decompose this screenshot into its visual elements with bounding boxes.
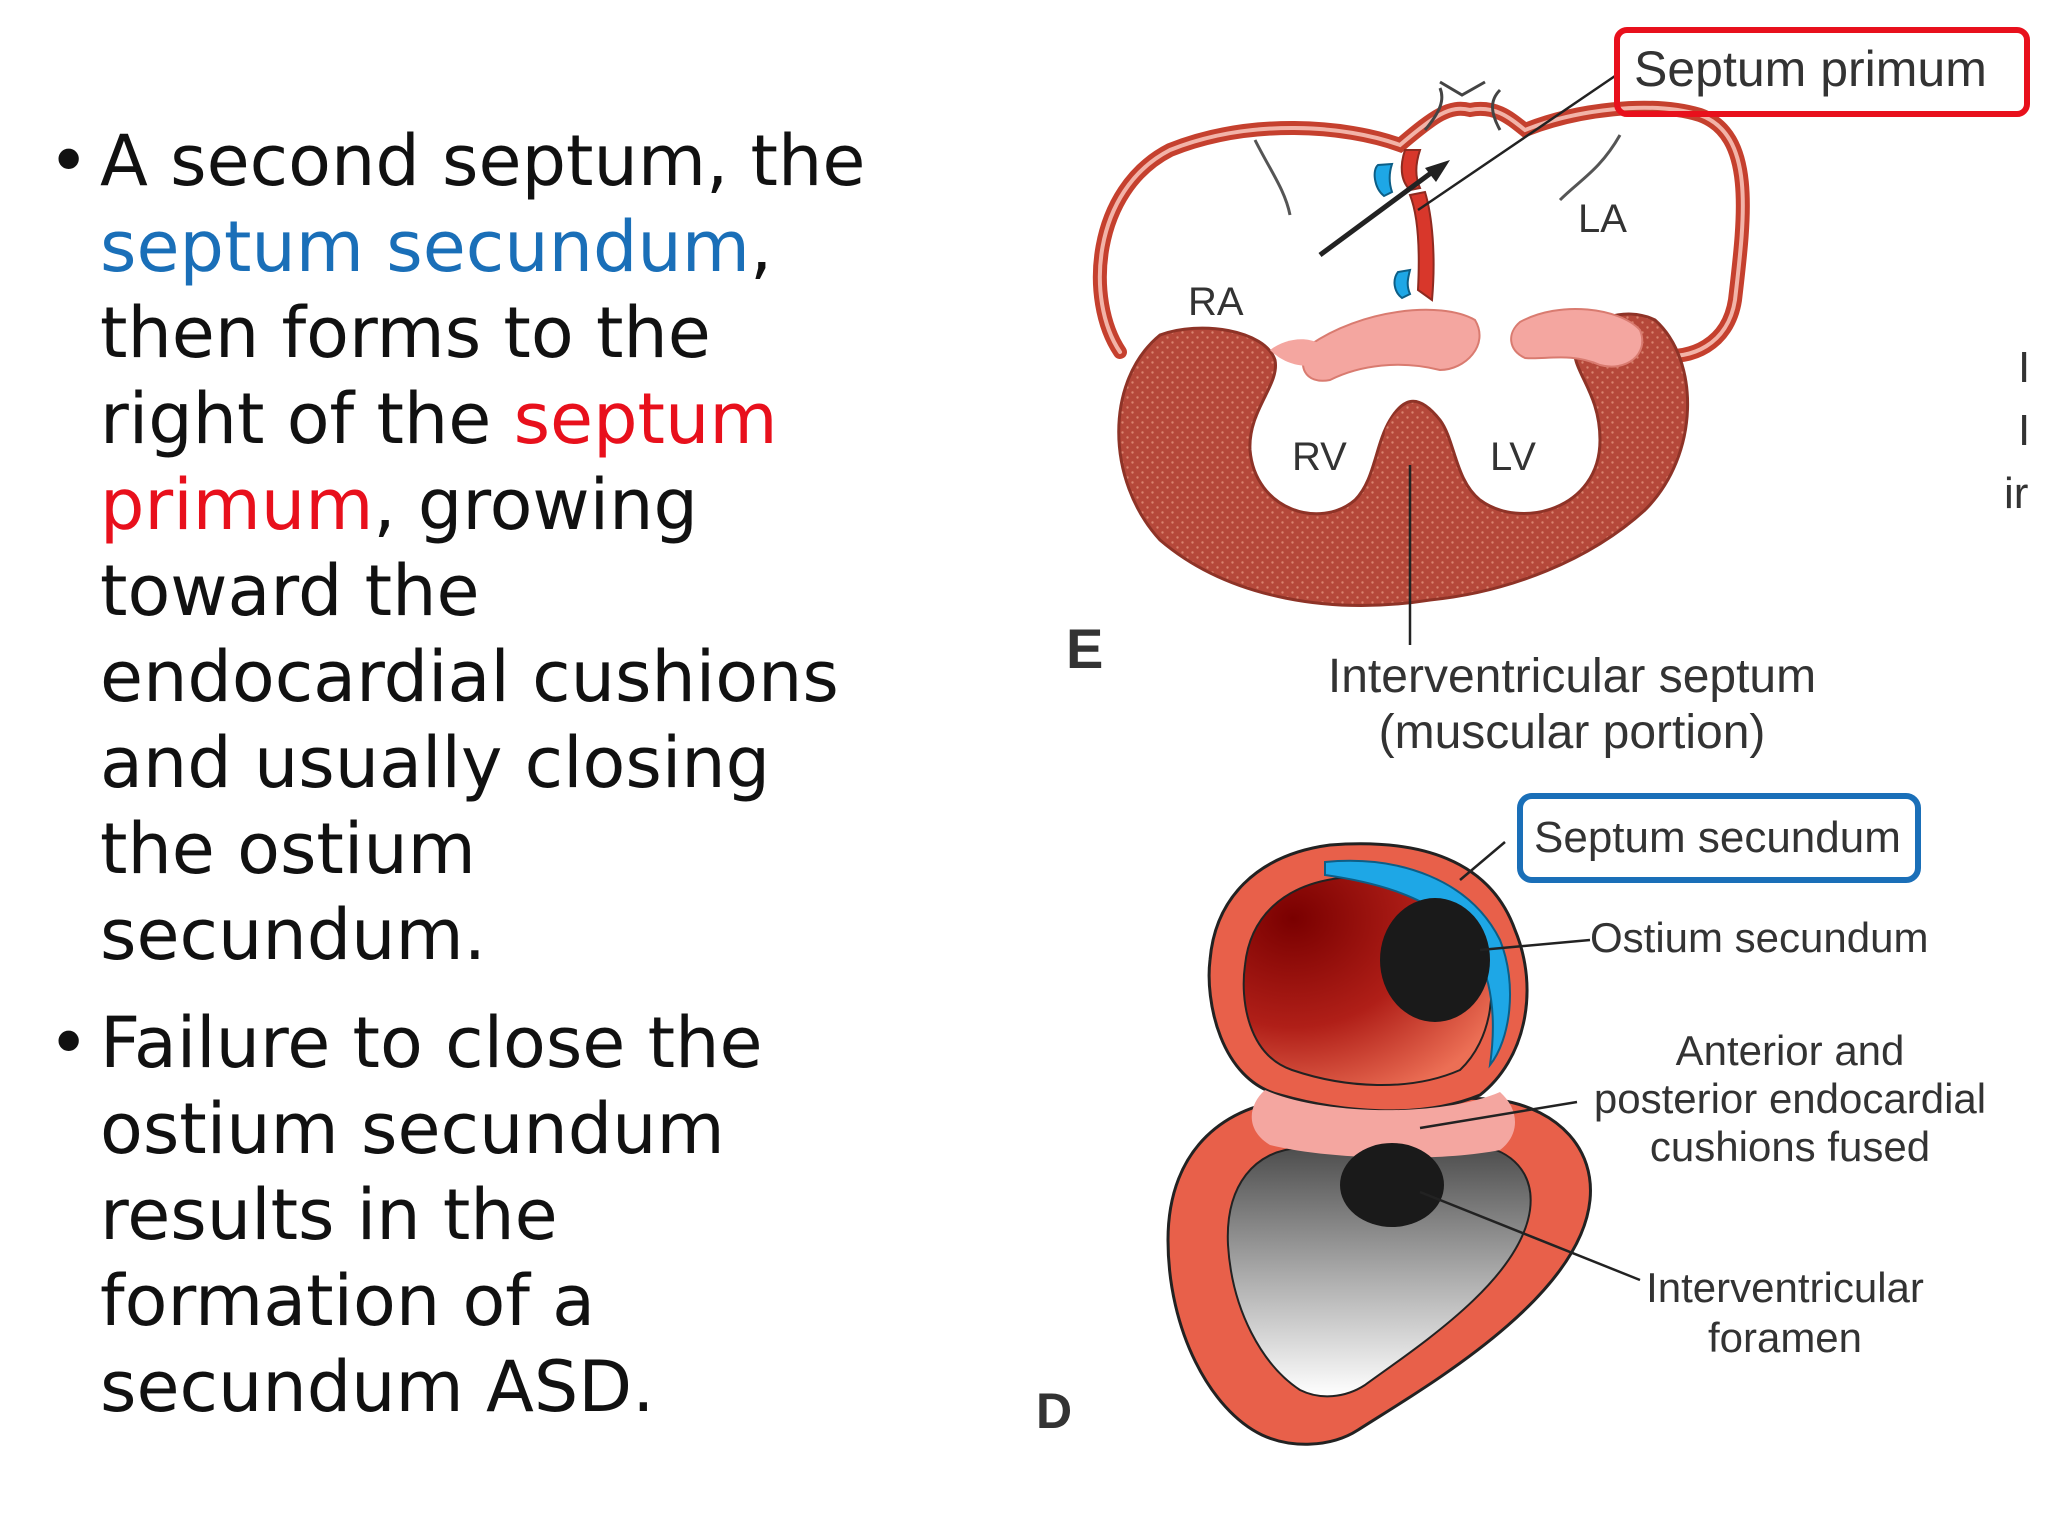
leader-ostium-secundum	[1479, 938, 1591, 952]
endocardial-cushion-av	[1270, 339, 1330, 366]
label-cushions-line1: Anterior and	[1676, 1027, 1905, 1074]
label-la: LA	[1578, 197, 1627, 241]
highlight-septum-secundum: septum secundum	[100, 206, 750, 288]
bullet-item-septum-secundum: A second septum, the septum secundum, th…	[48, 118, 868, 978]
bullet-item-secundum-asd: Failure to close the ostium secundum res…	[48, 1000, 868, 1430]
bullet-text: , then forms to the right of the	[100, 206, 773, 460]
endocardial-cushion-left	[1301, 308, 1481, 382]
fused-endocardial-cushions	[1251, 1090, 1515, 1158]
panel-label-d: D	[1036, 1383, 1072, 1439]
interventricular-foramen	[1340, 1143, 1444, 1227]
septum-primum-callout: Septum primum	[1634, 41, 1987, 97]
septum-primum-top	[1400, 149, 1422, 192]
label-cushions-line2: posterior endocardial	[1594, 1075, 1986, 1122]
label-ra: RA	[1188, 280, 1244, 324]
bullet-text: , growing toward the endocardial cushion…	[100, 464, 839, 976]
label-rv: RV	[1292, 435, 1347, 479]
label-foramen-line1: Interventricular	[1646, 1264, 1924, 1311]
edge-glyph: ir	[2004, 469, 2028, 518]
leader-foramen	[1419, 1190, 1641, 1282]
edge-clipped-text: I I ir	[2004, 343, 2030, 518]
highlight-septum-primum: septum primum	[100, 378, 778, 546]
leader-septum-primum	[1417, 74, 1616, 212]
septum-secundum-callout-box	[1517, 793, 1921, 883]
endocardial-cushion-right	[1510, 307, 1644, 368]
label-ostium-secundum: Ostium secundum	[1590, 914, 1928, 961]
bullet-list: A second septum, the septum secundum, th…	[48, 118, 868, 1452]
septum-primum	[1408, 190, 1435, 302]
edge-glyph: I	[2018, 406, 2030, 455]
label-foramen-line2: foramen	[1708, 1314, 1862, 1361]
panel-label-e: E	[1066, 617, 1103, 680]
flow-arrowhead	[1425, 160, 1450, 182]
leader-cushions	[1419, 1100, 1578, 1130]
bullet-text: A second septum, the	[100, 120, 866, 202]
edge-glyph: I	[2018, 343, 2030, 392]
label-lv: LV	[1490, 435, 1536, 479]
ivs-label-line2: (muscular portion)	[1379, 706, 1766, 759]
leader-septum-secundum	[1459, 841, 1506, 881]
bullet-text: Failure to close the ostium secundum res…	[100, 1002, 763, 1428]
ostium-secundum	[1380, 898, 1490, 1022]
label-cushions-line3: cushions fused	[1650, 1123, 1930, 1170]
septum-secundum-callout: Septum secundum	[1534, 813, 1901, 862]
figure-d: Septum secundum Ostium secundum Anterior…	[1036, 793, 1986, 1446]
ra-fold	[1253, 139, 1292, 216]
great-vessel	[1423, 80, 1502, 131]
la-fold	[1558, 134, 1622, 202]
ivs-label-line1: Interventricular septum	[1328, 650, 1816, 703]
septum-secundum-upper	[1373, 162, 1394, 198]
flow-arrow	[1318, 167, 1437, 258]
interventricular-septum	[1380, 406, 1440, 500]
figure-e: RA LA RV LV Septum primum Interventricul…	[1066, 27, 2030, 759]
septum-secundum-lower	[1393, 268, 1412, 300]
septum-primum-callout-box	[1614, 27, 2030, 117]
